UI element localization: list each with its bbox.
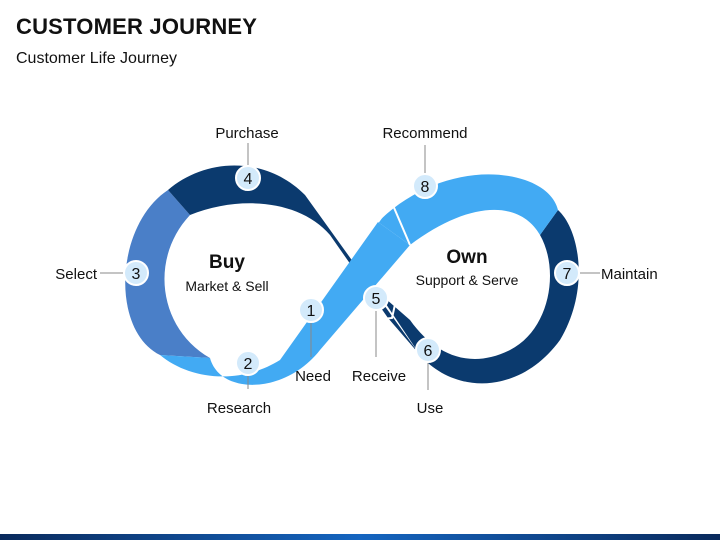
dark-band-upper-left [168,165,420,355]
step-6-label: Use [417,400,444,417]
step-7-number: 7 [563,266,572,283]
step-7-marker [554,260,580,286]
own-title: Own [446,247,487,268]
step-8-label: Recommend [382,125,467,142]
step-1-label: Need [295,368,331,385]
steps-layer: 1Need2Research3Select4Purchase5Receive6U… [55,125,657,417]
step-2-number: 2 [244,356,253,373]
step-5-label: Receive [352,368,406,385]
step-3-number: 3 [132,266,141,283]
step-5-marker [363,285,389,311]
step-2-marker [235,350,261,376]
step-4-number: 4 [244,171,253,188]
step-3-label: Select [55,266,98,283]
step-4-marker [235,165,261,191]
step-8: 8 Recommend [382,125,468,199]
footer-bar [0,534,720,540]
step-7: 7 Maintain [554,260,658,286]
step-6-marker [415,337,441,363]
light-band-lower-left [160,222,410,385]
step-1-marker [298,297,324,323]
buy-title: Buy [209,252,245,273]
buy-subtitle: Market & Sell [185,278,268,294]
step-1-number: 1 [307,303,316,320]
step-5-number: 5 [372,291,381,308]
segment-divider-bottom [371,299,397,321]
step-2-label: Research [207,400,271,417]
left-loop-outer-band [125,190,210,358]
dark-band-lower-right [378,210,579,384]
step-3-marker [123,260,149,286]
segment-divider-top [377,201,411,246]
page-title: CUSTOMER JOURNEY [16,14,258,39]
step-8-marker [412,173,438,199]
step-4-label: Purchase [215,125,278,142]
step-8-number: 8 [421,179,430,196]
step-6-number: 6 [424,343,433,360]
own-subtitle: Support & Serve [416,272,519,288]
step-4: 4 Purchase [215,125,279,191]
step-3: 3 Select [55,260,149,286]
step-7-label: Maintain [601,266,658,283]
page-subtitle: Customer Life Journey [16,50,177,67]
